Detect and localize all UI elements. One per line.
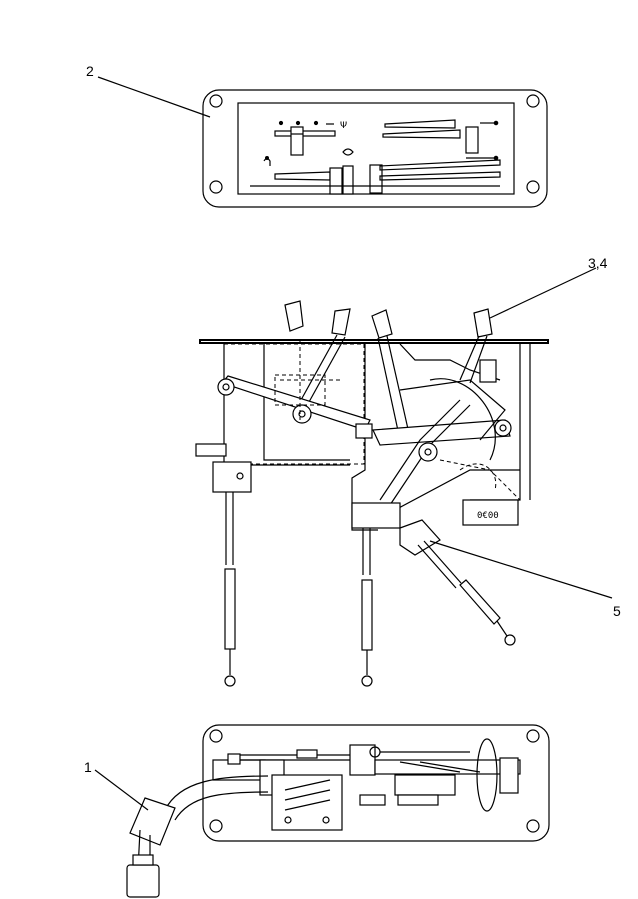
leader-line-part-3-4 — [489, 267, 597, 319]
callout-part-3-4: 3,4 — [588, 255, 608, 271]
wiring-harness — [126, 775, 269, 898]
leader-line-part-2 — [97, 76, 211, 118]
callout-part-2: 2 — [86, 63, 94, 79]
callout-part-1: 1 — [84, 759, 92, 775]
bottom-control-panel — [202, 724, 550, 842]
leader-line-part-5 — [429, 540, 613, 599]
svg-text:0€00: 0€00 — [477, 511, 499, 521]
callout-part-5: 5 — [613, 603, 621, 619]
lever-assembly: 0€00 — [195, 300, 549, 687]
top-control-panel: Ψ — [202, 89, 548, 208]
leader-line-part-1 — [94, 769, 149, 811]
panel-symbol-icon: Ψ — [340, 121, 347, 131]
